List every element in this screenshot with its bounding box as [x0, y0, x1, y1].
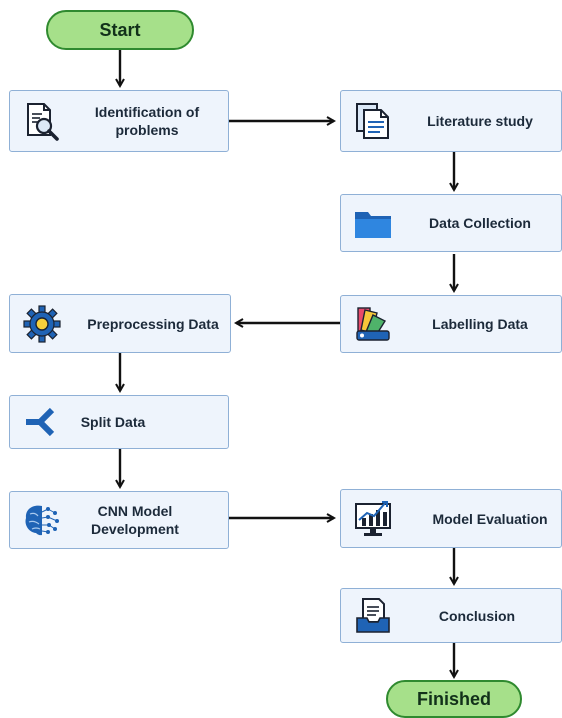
node-labelling-data: Labelling Data [340, 295, 562, 353]
node-identification-of-problems: Identification of problems [9, 90, 229, 152]
node-conclusion: Conclusion [340, 588, 562, 643]
node-label: Model Evaluation [432, 510, 548, 527]
node-cnn-model-development: CNN Model Development [9, 491, 229, 549]
node-label: CNN Model Development [91, 503, 179, 537]
document-search-icon [27, 103, 59, 141]
node-label: Split Data [80, 414, 146, 430]
start-label: Start [99, 19, 141, 40]
gear-icon [23, 304, 61, 343]
chart-monitor-icon [355, 500, 391, 536]
folder-icon [355, 212, 391, 238]
start-terminal: Start [46, 10, 194, 50]
finished-label: Finished [416, 688, 491, 709]
node-label: Preprocessing Data [87, 315, 219, 332]
node-label: Data Collection [429, 215, 531, 231]
node-label: Identification of problems [94, 104, 200, 138]
brain-network-icon [25, 505, 59, 536]
node-label: Conclusion [438, 607, 516, 624]
node-split-data: Split Data [9, 395, 229, 449]
split-icon [26, 407, 55, 437]
node-data-collection: Data Collection [340, 194, 562, 252]
node-literature-study: Literature study [340, 90, 562, 152]
node-label: Literature study [427, 113, 533, 129]
documents-icon [356, 103, 389, 139]
node-model-evaluation: Model Evaluation [340, 489, 562, 548]
finished-terminal: Finished [386, 680, 522, 718]
node-label: Labelling Data [432, 316, 528, 332]
node-preprocessing-data: Preprocessing Data [9, 294, 231, 353]
document-tray-icon [356, 597, 390, 633]
color-swatch-icon [356, 307, 390, 341]
